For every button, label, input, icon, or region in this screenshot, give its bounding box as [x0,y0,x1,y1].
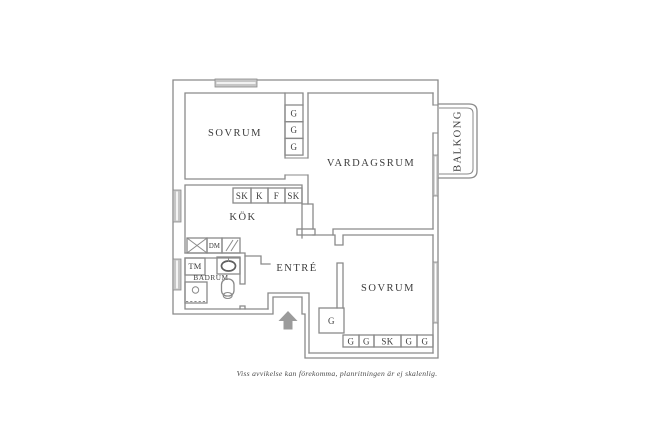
washing-machine-label: TM [188,261,201,271]
window [432,261,439,324]
bedroom-bottom-label: SOVRUM [361,283,415,294]
balcony-label: BALKONG [453,110,464,172]
window [432,154,439,197]
bathroom: TM BADRUM [184,255,269,310]
closet-g-label: G [291,142,298,152]
shower-icon [184,281,208,304]
dishwasher-label: DM [209,243,220,250]
entry-label: ENTRÉ [276,262,317,274]
closet-sk-label: SK [236,191,248,201]
closet-sk-label: SK [287,191,299,201]
kitchen: SK K F SK KÖK DM [184,184,303,265]
bathroom-label: BADRUM [193,274,228,282]
entry-closet: G [318,307,345,334]
closet-k-label: K [256,191,263,201]
window [214,78,258,88]
living-room: VARDAGSRUM [296,92,438,236]
closet-g-label: G [328,316,335,326]
washbasin-icon [216,256,241,275]
stove-icon [221,237,241,254]
closet-sk-label: SK [381,337,393,347]
sink-icon [186,237,208,254]
closet-g-label: G [422,337,429,347]
window [172,189,182,223]
closet-g-label: G [363,337,370,347]
bedroom-top-label: SOVRUM [208,128,262,139]
closet-g-label: G [291,125,298,135]
closet-g-label: G [291,109,298,119]
disclaimer-caption: Viss avvikelse kan förekomma, planritnin… [237,369,438,378]
closet-g-label: G [348,337,355,347]
dishwasher-box: DM [206,237,223,254]
toilet-icon [220,278,235,300]
entrance-arrow-icon [278,311,298,330]
window [172,258,182,291]
windows [172,78,439,324]
living-room-label: VARDAGSRUM [327,158,415,169]
outer-walls [172,79,439,359]
kitchen-label: KÖK [229,211,256,223]
washing-machine-box: TM [184,257,206,276]
entry: ENTRÉ G [267,262,434,354]
closet-g-label: G [406,337,413,347]
bedroom-top: SOVRUM G G G [184,92,308,180]
balcony: BALKONG [438,103,478,179]
closet-f-label: F [274,191,279,201]
bedroom-bottom: SOVRUM G G SK G G [312,234,434,354]
